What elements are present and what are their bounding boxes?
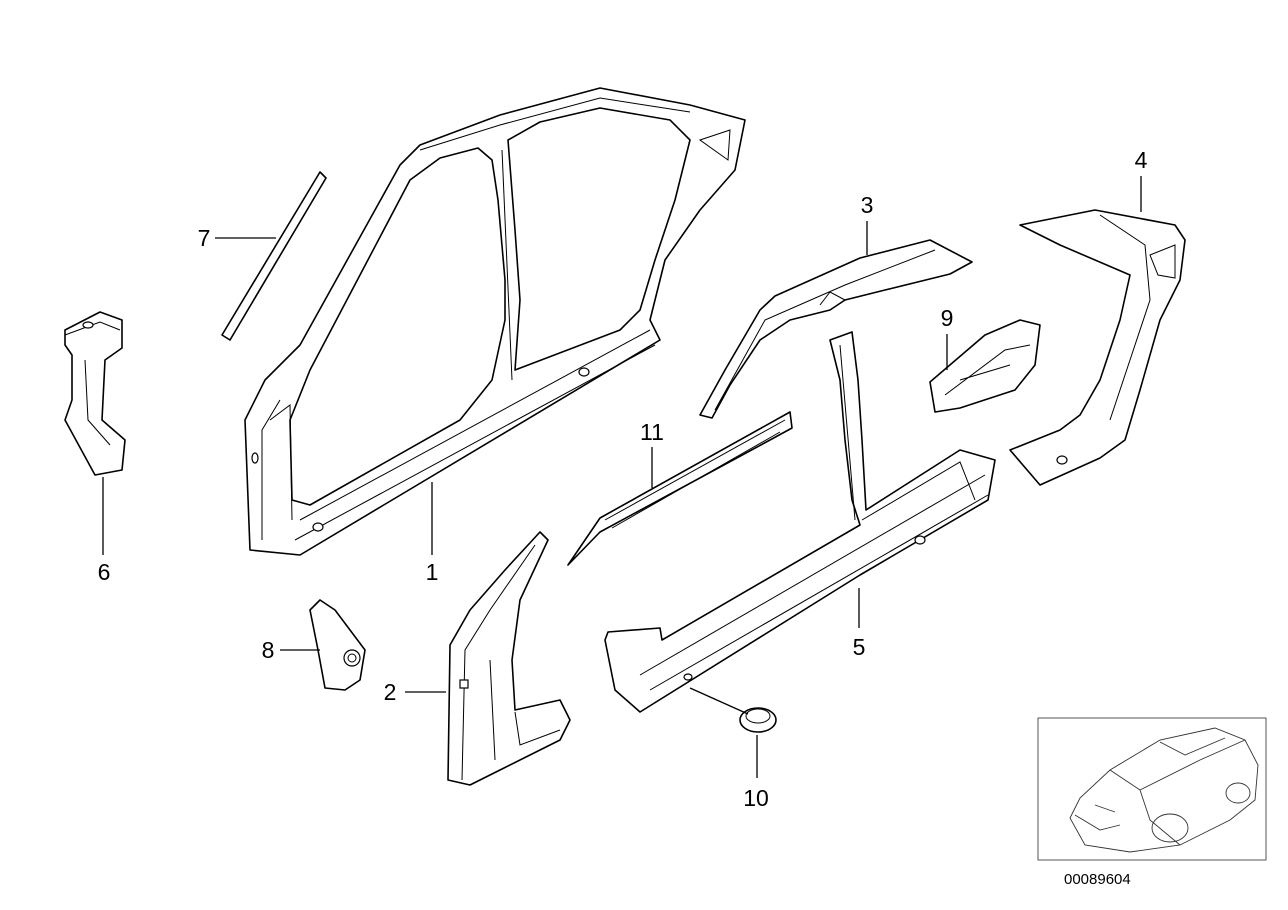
callout-3: 3: [861, 192, 874, 218]
part-10-plug[interactable]: [739, 707, 777, 733]
callout-9: 9: [941, 305, 954, 331]
callout-1: 1: [426, 559, 439, 585]
callout-10: 10: [743, 785, 769, 811]
part-1-side-frame[interactable]: [244, 87, 746, 556]
part-3-roof-rail[interactable]: [699, 239, 973, 419]
reference-number: 00089604: [1064, 871, 1131, 888]
part-6-bracket[interactable]: [64, 311, 126, 476]
part-2-a-pillar[interactable]: [447, 531, 571, 786]
callout-2: 2: [384, 679, 397, 705]
callout-11: 11: [640, 419, 664, 445]
car-outline-icon: [1069, 727, 1259, 853]
callout-5: 5: [853, 634, 866, 660]
callout-6: 6: [98, 559, 111, 585]
part-7-trim-strip[interactable]: [221, 171, 327, 341]
part-5-rocker-b-pillar[interactable]: [604, 331, 996, 713]
leader-10: [689, 687, 749, 715]
callout-4: 4: [1135, 147, 1148, 173]
part-11-sill-trim[interactable]: [567, 411, 793, 566]
vehicle-thumbnail: [1037, 717, 1267, 861]
part-4-rear-pillar[interactable]: [1009, 209, 1186, 486]
callout-7: 7: [198, 225, 211, 251]
callout-8: 8: [262, 637, 275, 663]
part-8-bracket[interactable]: [309, 599, 366, 691]
part-9-reinforcement[interactable]: [929, 319, 1041, 413]
